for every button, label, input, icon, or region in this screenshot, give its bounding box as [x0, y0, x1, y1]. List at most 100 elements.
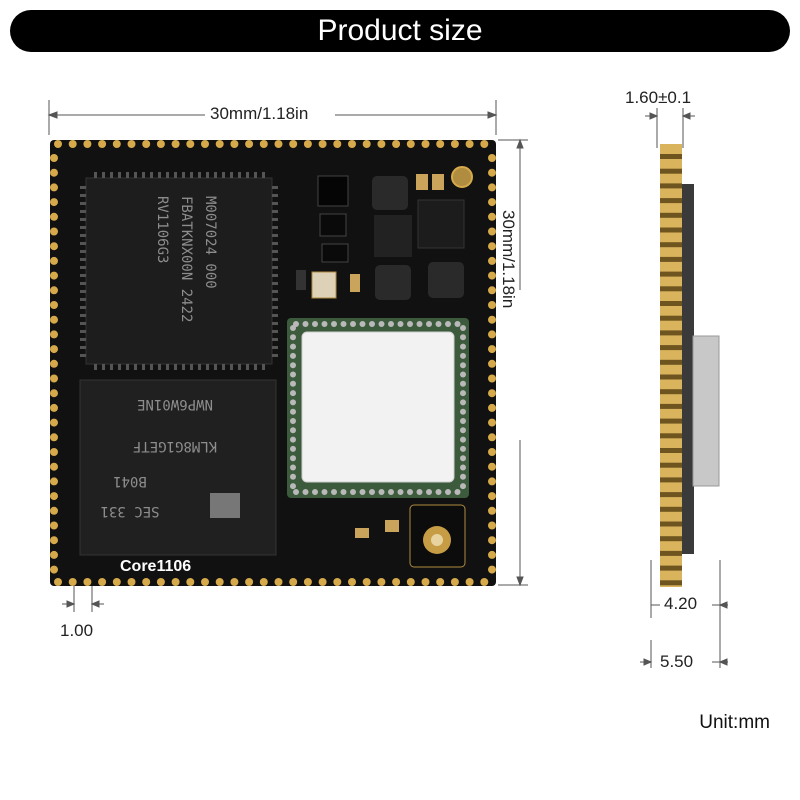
edge-pad: [50, 462, 58, 471]
edge-pad: [274, 578, 283, 586]
edge-pad: [450, 140, 459, 148]
chip1-line-2: FBATKNX00N 2422: [178, 196, 194, 322]
title-text: Product size: [317, 14, 483, 47]
edge-pad: [333, 578, 342, 586]
side-depth-1-label: 4.20: [664, 594, 698, 613]
edge-pad: [406, 578, 415, 586]
edge-pad: [488, 433, 496, 442]
edge-pad: [50, 521, 58, 530]
edge-pad: [488, 154, 496, 162]
edge-pad: [68, 578, 77, 586]
edge-pad: [318, 578, 327, 586]
edge-pad: [215, 140, 224, 148]
edge-pad: [488, 198, 496, 207]
edge-pad: [488, 183, 496, 192]
edge-pad: [421, 140, 430, 148]
edge-pad: [156, 578, 165, 586]
edge-pad: [488, 359, 496, 368]
edge-pad: [392, 578, 401, 586]
edge-pad: [50, 477, 58, 486]
edge-pad: [50, 536, 58, 545]
edge-pad: [488, 550, 496, 559]
edge-pad: [50, 418, 58, 427]
edge-pad: [50, 506, 58, 515]
edge-pad: [142, 140, 151, 148]
edge-pad: [318, 140, 327, 148]
edge-pad: [465, 578, 474, 586]
height-dimension-line: [498, 138, 528, 587]
edge-pad: [50, 550, 58, 559]
edge-pad: [488, 448, 496, 456]
edge-pad: [50, 374, 58, 383]
edge-pad: [488, 536, 496, 545]
edge-pad: [50, 212, 58, 221]
brand-label: Core1106: [120, 558, 191, 575]
edge-pad: [348, 578, 356, 586]
pitch-dimension-line: [62, 586, 104, 612]
edge-pad: [54, 140, 62, 148]
edge-pad: [83, 140, 92, 148]
edge-pad: [50, 183, 58, 192]
edge-pad: [230, 140, 239, 148]
title-banner: Product size: [10, 10, 790, 52]
edge-pad: [488, 286, 496, 295]
edge-pad: [303, 578, 312, 586]
chip2-line-1: NWP6W01NE: [137, 396, 213, 412]
edge-pad: [488, 506, 496, 515]
edge-pad: [488, 330, 496, 339]
edge-pad: [50, 154, 58, 162]
edge-pad: [50, 227, 58, 236]
edge-pad: [488, 168, 496, 177]
edge-pad: [54, 578, 62, 586]
edge-pad: [488, 521, 496, 530]
rf-shield: [287, 318, 469, 498]
edge-pad: [488, 212, 496, 221]
edge-pad: [377, 578, 386, 586]
edge-pads: [50, 57, 496, 586]
edge-pad: [186, 140, 195, 148]
edge-pad: [201, 578, 209, 586]
edge-pad: [142, 578, 151, 586]
edge-pad: [50, 198, 58, 207]
edge-pad: [50, 256, 58, 265]
edge-pad: [50, 301, 58, 309]
edge-pad: [289, 140, 298, 148]
edge-pad: [488, 271, 496, 280]
edge-pad: [230, 578, 239, 586]
edge-pad: [348, 140, 356, 148]
edge-pad: [50, 403, 58, 412]
edge-pad: [127, 140, 136, 148]
edge-pad: [112, 578, 121, 586]
edge-pad: [68, 140, 77, 148]
edge-pad: [112, 140, 121, 148]
edge-pad: [50, 330, 58, 339]
edge-pad: [488, 345, 496, 354]
edge-pad: [488, 374, 496, 383]
edge-pad: [303, 140, 312, 148]
edge-pad: [362, 578, 371, 586]
edge-pad: [488, 418, 496, 427]
qr-code: [210, 493, 240, 518]
edge-pad: [421, 578, 430, 586]
edge-pad: [406, 140, 415, 148]
edge-pad: [186, 578, 195, 586]
edge-pad: [50, 448, 58, 456]
emmc-chip: NWP6W01NE KLM8G1GETF B041 SEC 331: [79, 379, 277, 556]
edge-pad: [377, 140, 386, 148]
height-label: 30mm/1.18in: [499, 210, 518, 309]
edge-pad: [488, 315, 496, 324]
edge-pad: [245, 140, 254, 148]
edge-pad: [171, 578, 180, 586]
edge-pad: [50, 565, 58, 574]
edge-pad: [50, 315, 58, 324]
edge-pad: [488, 227, 496, 236]
small-components: [296, 166, 473, 568]
edge-pad: [488, 462, 496, 471]
edge-pad: [274, 140, 283, 148]
edge-pad: [156, 140, 165, 148]
edge-pad: [480, 578, 489, 586]
edge-pad: [436, 578, 445, 586]
edge-pad: [127, 578, 136, 586]
edge-pad: [488, 301, 496, 309]
